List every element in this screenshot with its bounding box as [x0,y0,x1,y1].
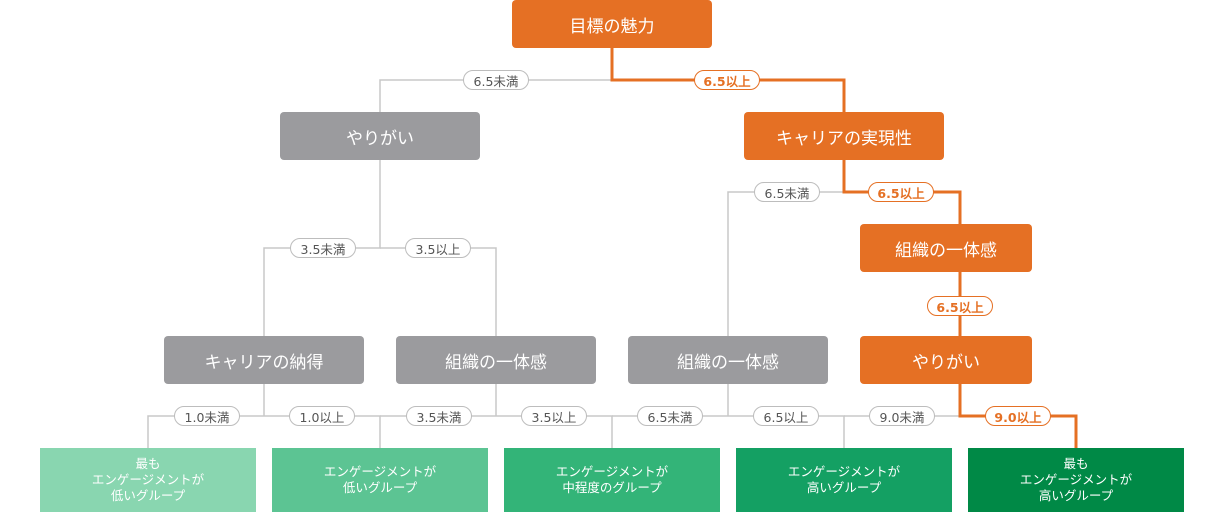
node-l1-left: やりがい [280,112,480,160]
node-l3-d: やりがい [860,336,1032,384]
condition-d-right: 9.0以上 [985,406,1051,426]
condition-root-right: 6.5以上 [694,70,760,90]
leaf-lowest-group: 最も エンゲージメントが 低いグループ [40,448,256,512]
node-l2-right: 組織の一体感 [860,224,1032,272]
condition-d-left: 9.0未満 [869,406,935,426]
condition-a-right: 1.0以上 [289,406,355,426]
node-l1-right: キャリアの実現性 [744,112,944,160]
node-l3-b: 組織の一体感 [396,336,596,384]
condition-soshiki-right: 6.5以上 [927,296,993,316]
condition-a-left: 1.0未満 [174,406,240,426]
leaf-low-group: エンゲージメントが 低いグループ [272,448,488,512]
connector-yarigai-right [380,247,497,336]
condition-c-right: 6.5以上 [753,406,819,426]
condition-yarigai-left: 3.5未満 [290,238,356,258]
condition-yarigai-right: 3.5以上 [405,238,471,258]
condition-root-left: 6.5未満 [463,70,529,90]
node-l3-a: キャリアの納得 [164,336,364,384]
leaf-middle-group: エンゲージメントが 中程度のグループ [504,448,720,512]
node-l3-c: 組織の一体感 [628,336,828,384]
condition-career-left: 6.5未満 [754,182,820,202]
node-root: 目標の魅力 [512,0,712,48]
condition-b-left: 3.5未満 [406,406,472,426]
condition-b-right: 3.5以上 [521,406,587,426]
leaf-high-group: エンゲージメントが 高いグループ [736,448,952,512]
leaf-highest-group: 最も エンゲージメントが 高いグループ [968,448,1184,512]
condition-c-left: 6.5未満 [637,406,703,426]
condition-career-right: 6.5以上 [868,182,934,202]
